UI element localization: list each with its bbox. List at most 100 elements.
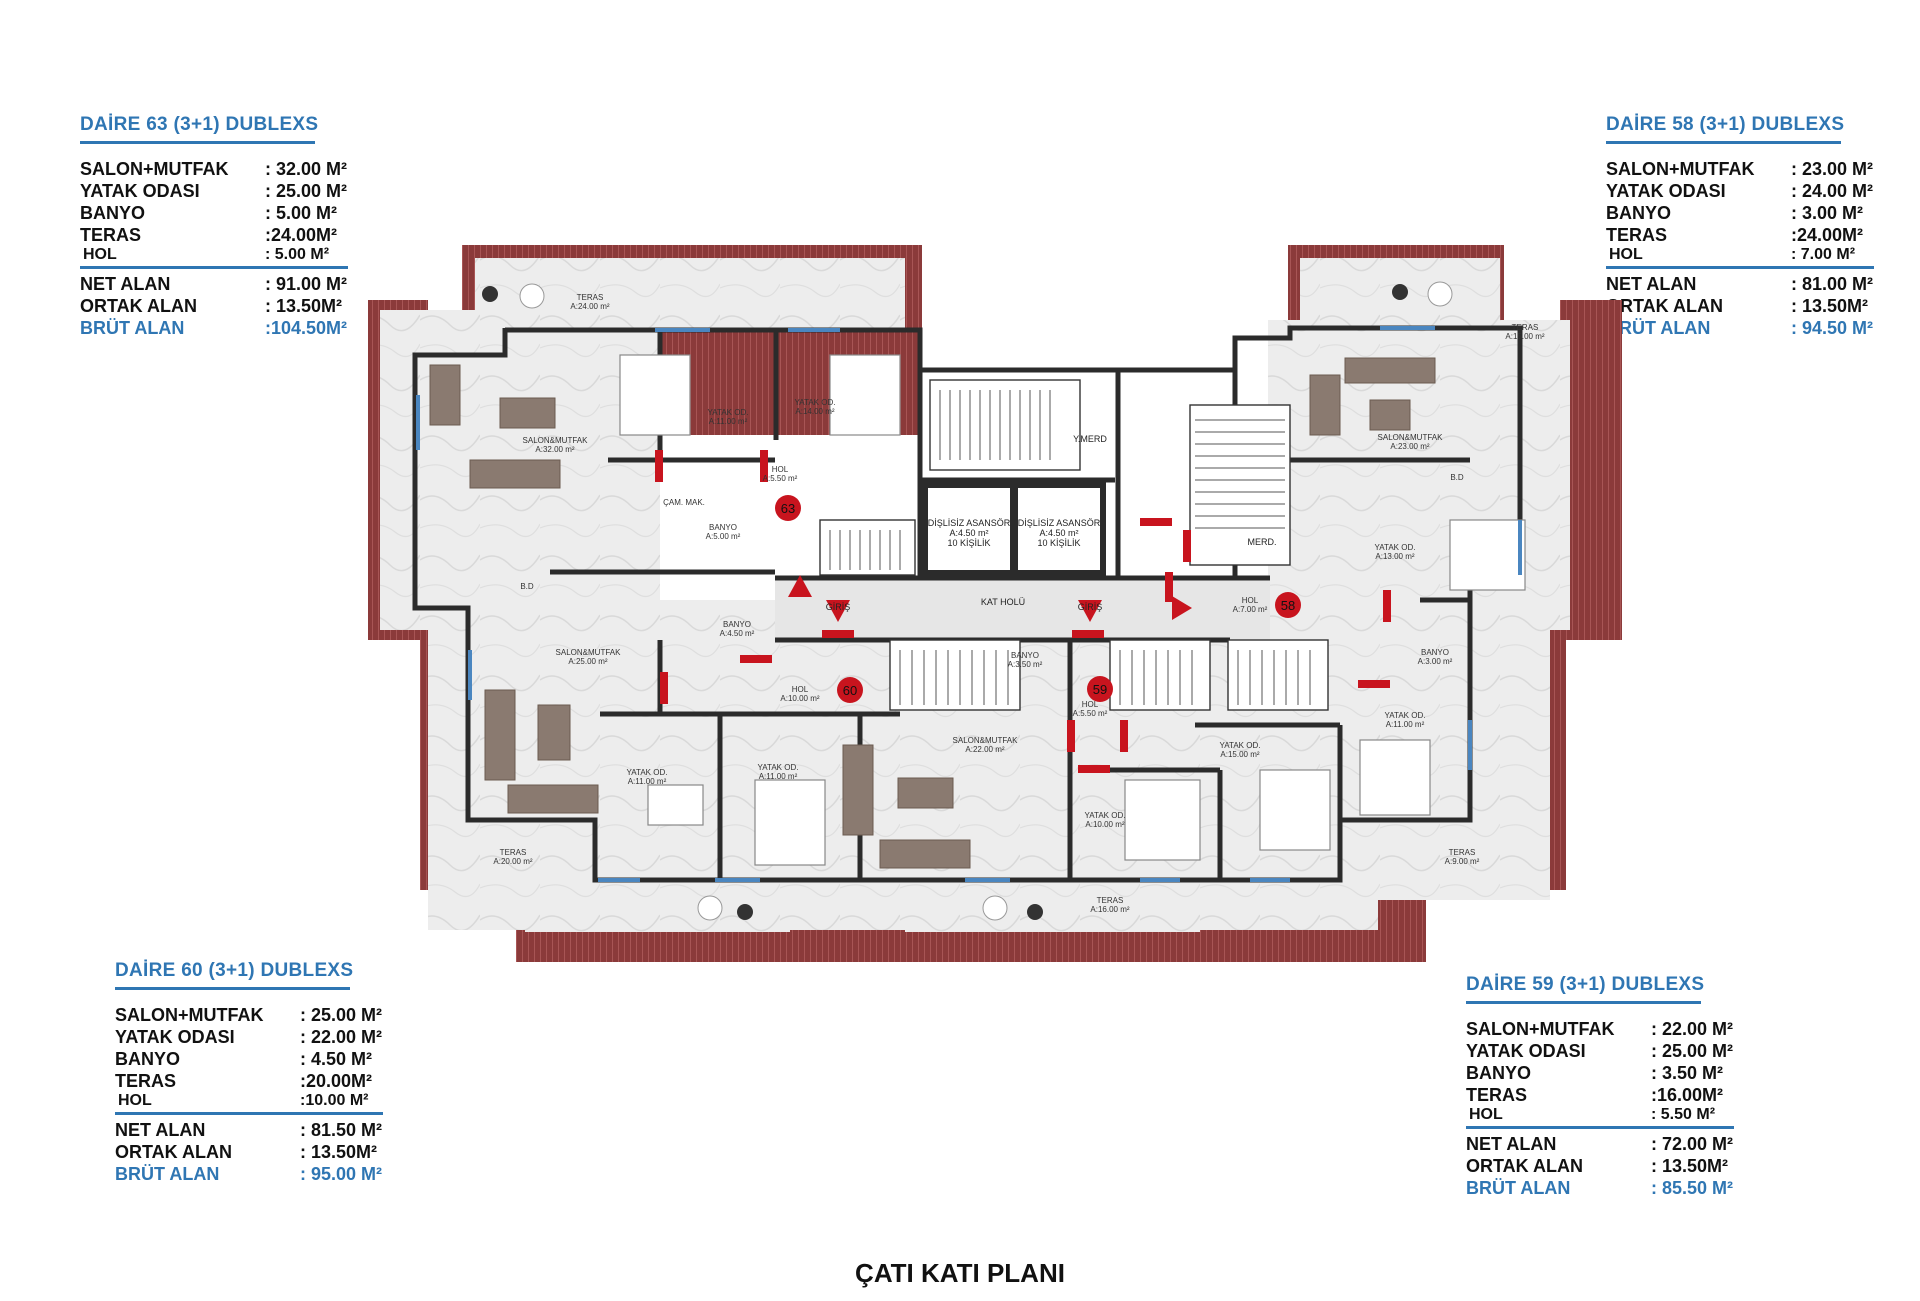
row-label: HOL xyxy=(83,246,117,263)
room-area: A:5.50 m² xyxy=(763,474,798,483)
room-area: A:11.00 m² xyxy=(628,777,667,786)
unit-marker-58: 58 xyxy=(1281,598,1295,613)
unit-58-info: DAİRE 58 (3+1) DUBLEXS SALON+MUTFAK: 23.… xyxy=(1606,114,1874,339)
room-area: A:32.00 m² xyxy=(535,445,574,454)
elevator-2-label: DİŞLİSİZ ASANSÖR xyxy=(1018,518,1101,528)
separator xyxy=(1466,1126,1734,1129)
row-label: SALON+MUTFAK xyxy=(1606,159,1755,179)
unit-markers xyxy=(775,495,1301,703)
row-label: YATAK ODASI xyxy=(80,181,200,201)
entrance-markers xyxy=(788,575,1192,622)
room-label: B.D xyxy=(520,582,534,591)
row-value: : 13.50M² xyxy=(1651,1156,1729,1176)
room-area: A:20.00 m² xyxy=(493,857,532,866)
room-label: TERAS xyxy=(577,293,604,302)
room-label: SALON&MUTFAK xyxy=(953,736,1019,745)
stairs xyxy=(819,379,1329,711)
unit-59-info: DAİRE 59 (3+1) DUBLEXS SALON+MUTFAK: 22.… xyxy=(1466,974,1734,1199)
row-label: ORTAK ALAN xyxy=(80,296,197,316)
row-value: : 5.00 M² xyxy=(265,246,330,263)
terrace-furniture xyxy=(482,281,1453,921)
room-area: A:4.50 m² xyxy=(720,629,755,638)
doors xyxy=(655,450,1391,773)
room-area: A:11.00 m² xyxy=(759,772,798,781)
room-label: B.D xyxy=(1450,473,1464,482)
room-area: A:10.00 m² xyxy=(780,694,819,703)
row-label: NET ALAN xyxy=(1466,1134,1557,1154)
row-label: TERAS xyxy=(80,225,142,245)
room-label: BANYO xyxy=(723,620,751,629)
room-label: ÇAM. MAK. xyxy=(663,498,705,507)
row-value: : 3.00 M² xyxy=(1791,203,1864,223)
row-value: :10.00 M² xyxy=(300,1092,369,1109)
unit-marker-60: 60 xyxy=(843,683,857,698)
elevator-1-area: A:4.50 m² xyxy=(949,528,988,538)
row-value: : 81.00 M² xyxy=(1791,274,1874,294)
row-value: : 7.00 M² xyxy=(1791,246,1856,263)
row-label: TERAS xyxy=(1466,1085,1528,1105)
plan-title: ÇATI KATI PLANI xyxy=(855,1258,1065,1288)
room-label: YATAK OD. xyxy=(1220,741,1261,750)
unit-title: DAİRE 58 (3+1) DUBLEXS xyxy=(1606,114,1845,135)
unit-marker-59: 59 xyxy=(1093,682,1107,697)
corridor-label: KAT HOLÜ xyxy=(981,597,1025,607)
room-label: SALON&MUTFAK xyxy=(1378,433,1444,442)
row-label: SALON+MUTFAK xyxy=(1466,1019,1615,1039)
gross-label: BRÜT ALAN xyxy=(1606,318,1711,338)
room-area: A:15.00 m² xyxy=(1220,750,1259,759)
row-value: : 24.00 M² xyxy=(1791,181,1874,201)
gross-label: BRÜT ALAN xyxy=(115,1164,220,1184)
row-label: SALON+MUTFAK xyxy=(80,159,229,179)
elevator-1-capacity: 10 KİŞİLİK xyxy=(947,538,990,548)
room-area: A:23.00 m² xyxy=(1390,442,1429,451)
row-label: BANYO xyxy=(1466,1063,1532,1083)
title-underline xyxy=(80,141,315,144)
row-label: HOL xyxy=(118,1092,152,1109)
elevator-shafts xyxy=(922,482,1106,576)
title-underline xyxy=(1466,1001,1701,1004)
gross-value: : 85.50 M² xyxy=(1651,1178,1734,1198)
row-value: : 13.50M² xyxy=(300,1142,378,1162)
room-area: A:10.00 m² xyxy=(1085,820,1124,829)
row-label: TERAS xyxy=(1606,225,1668,245)
row-label: BANYO xyxy=(115,1049,181,1069)
row-label: HOL xyxy=(1609,246,1643,263)
row-value: : 25.00 M² xyxy=(300,1005,383,1025)
row-value: : 3.50 M² xyxy=(1651,1063,1724,1083)
title-underline xyxy=(115,987,350,990)
beds xyxy=(619,354,1526,866)
room-label: YATAK OD. xyxy=(1385,711,1426,720)
row-value: : 72.00 M² xyxy=(1651,1134,1734,1154)
row-value: :20.00M² xyxy=(300,1071,373,1091)
unit-title: DAİRE 63 (3+1) DUBLEXS xyxy=(80,114,319,135)
row-value: : 91.00 M² xyxy=(265,274,348,294)
room-label: HOL xyxy=(772,465,789,474)
room-area: A:11.00 m² xyxy=(709,417,748,426)
room-area: A:7.00 m² xyxy=(1233,605,1268,614)
gross-value: : 94.50 M² xyxy=(1791,318,1874,338)
gross-value: :104.50M² xyxy=(265,318,348,338)
room-label: BANYO xyxy=(1011,651,1039,660)
unit-63-info: DAİRE 63 (3+1) DUBLEXS SALON+MUTFAK: 32.… xyxy=(80,114,348,339)
unit-title: DAİRE 59 (3+1) DUBLEXS xyxy=(1466,974,1705,995)
row-label: BANYO xyxy=(80,203,146,223)
row-value: : 25.00 M² xyxy=(1651,1041,1734,1061)
room-area: A:3.50 m² xyxy=(1008,660,1043,669)
windows xyxy=(416,326,1522,882)
row-label: NET ALAN xyxy=(80,274,171,294)
separator xyxy=(80,266,348,269)
row-label: ORTAK ALAN xyxy=(115,1142,232,1162)
row-value: : 81.50 M² xyxy=(300,1120,383,1140)
row-label: YATAK ODASI xyxy=(1466,1041,1586,1061)
room-label: HOL xyxy=(792,685,809,694)
room-label: TERAS xyxy=(1512,323,1539,332)
row-value: : 5.00 M² xyxy=(265,203,338,223)
room-label: BANYO xyxy=(1421,648,1449,657)
room-label: YATAK OD. xyxy=(795,398,836,407)
room-label: SALON&MUTFAK xyxy=(523,436,589,445)
room-area: A:15.00 m² xyxy=(1505,332,1544,341)
row-label: HOL xyxy=(1469,1106,1503,1123)
room-label: YATAK OD. xyxy=(627,768,668,777)
row-value: :16.00M² xyxy=(1651,1085,1724,1105)
